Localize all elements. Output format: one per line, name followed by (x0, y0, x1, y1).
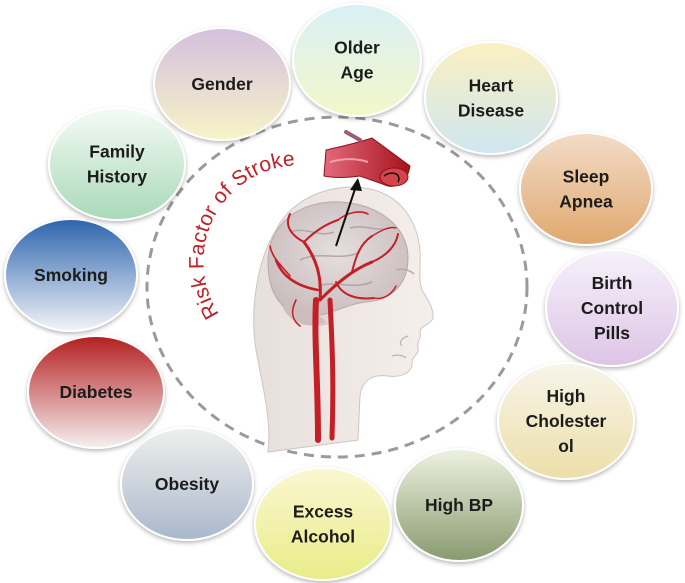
factor-label: Alcohol (291, 527, 355, 547)
factor-label: Disease (458, 101, 524, 121)
factor-label: Diabetes (60, 382, 133, 402)
factor-bubble (425, 42, 557, 154)
factor-label: Gender (191, 74, 252, 94)
factor-label: Older (334, 38, 380, 58)
factor-label: Excess (293, 502, 354, 522)
blood-vessel-icon (324, 132, 410, 186)
factor-gender: Gender (154, 28, 290, 140)
factor-bubble (49, 108, 185, 220)
factor-label: Obesity (155, 474, 219, 494)
factor-diabetes: Diabetes (28, 336, 164, 448)
factor-smoking: Smoking (5, 219, 137, 331)
factor-label: High BP (425, 495, 493, 515)
factor-label: Pills (594, 323, 630, 343)
factor-label: Cholester (526, 411, 607, 431)
factor-label: High (547, 386, 586, 406)
head-illustration (254, 178, 433, 452)
factor-label: Sleep (563, 167, 610, 187)
factor-label: Apnea (559, 192, 613, 212)
factor-bubble (520, 133, 652, 245)
factor-label: History (87, 167, 148, 187)
factor-label: Birth (592, 273, 633, 293)
factor-label: Heart (469, 76, 514, 96)
factor-label: Family (89, 142, 145, 162)
factor-label: ol (558, 436, 574, 456)
factor-obesity: Obesity (121, 428, 253, 540)
factor-label: Age (340, 63, 373, 83)
factor-high-bp: High BP (395, 449, 523, 561)
factor-bubble (293, 4, 421, 116)
factor-label: Control (581, 298, 643, 318)
factor-bubble (255, 468, 391, 580)
factor-label: Smoking (34, 265, 108, 285)
